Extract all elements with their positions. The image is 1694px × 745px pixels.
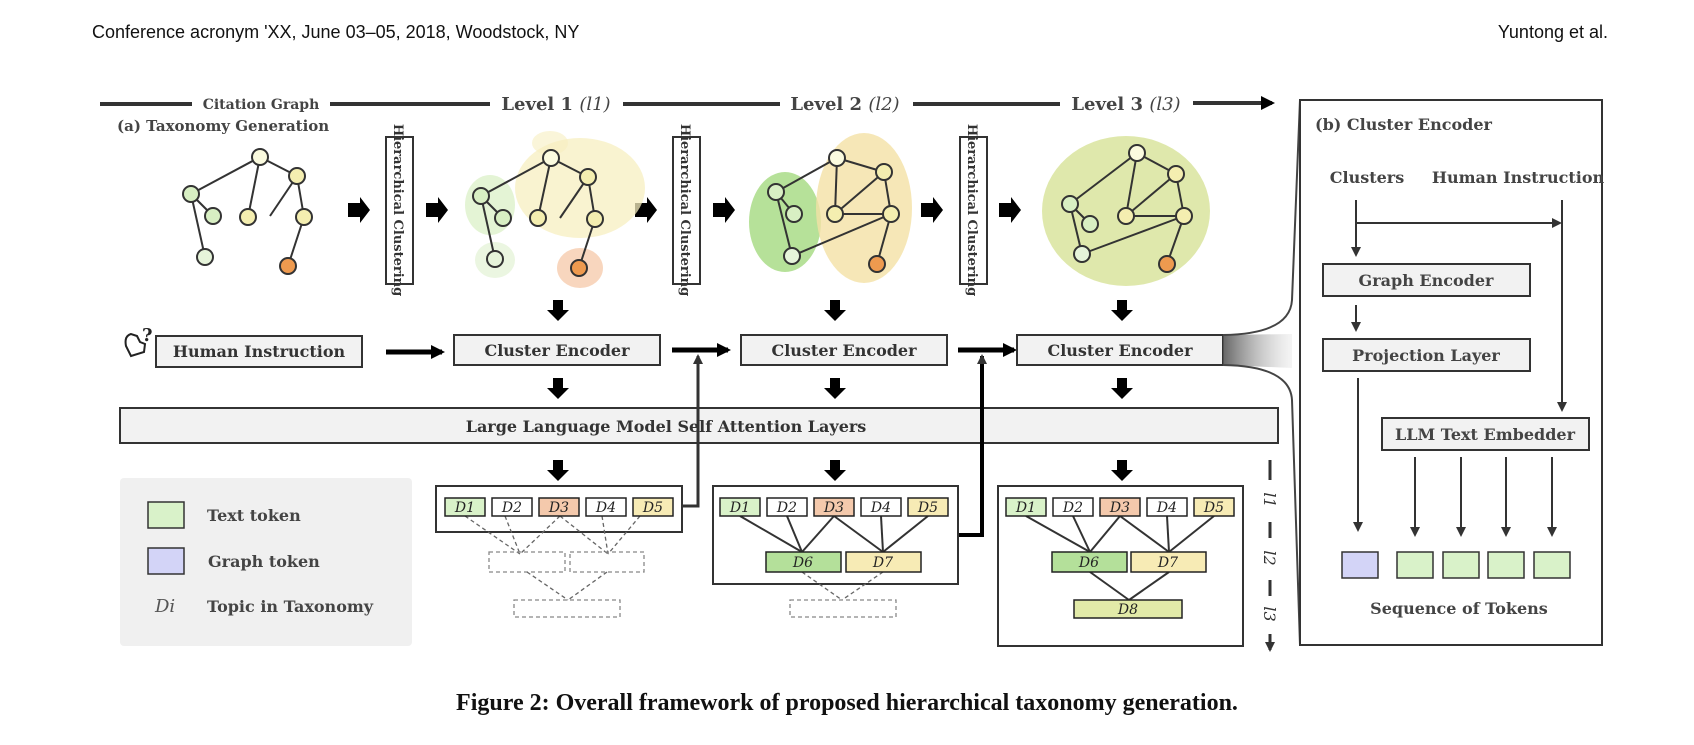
svg-text:D6: D6 bbox=[1078, 555, 1099, 571]
sequence-text-token-4 bbox=[1533, 551, 1571, 579]
token-d5: D5 bbox=[642, 500, 663, 516]
sequence-text-token-1 bbox=[1396, 551, 1434, 579]
level-axis: l1 l2 l3 bbox=[1260, 460, 1279, 652]
svg-text:D5: D5 bbox=[917, 500, 938, 516]
sequence-graph-token bbox=[1341, 551, 1379, 579]
llm-text-embedder-box bbox=[1381, 417, 1590, 451]
token-d3: D3 bbox=[548, 500, 569, 516]
legend-graph-swatch bbox=[147, 547, 185, 575]
running-header-right: Yuntong et al. bbox=[1497, 22, 1608, 42]
projection-layer-box bbox=[1322, 338, 1531, 372]
cluster-encoder-box-3: Cluster Encoder bbox=[1016, 334, 1224, 366]
zoom-connector bbox=[1223, 334, 1292, 368]
svg-text:Cluster Encoder: Cluster Encoder bbox=[484, 341, 630, 360]
svg-text:D3: D3 bbox=[1109, 500, 1130, 516]
feedback-arrow-1 bbox=[682, 354, 703, 508]
citation-graph bbox=[182, 148, 313, 275]
level-1-label: Level 1 (l1) bbox=[501, 94, 610, 115]
token-set-level-2: D1 D2 D3 D4 D5 D6 D7 bbox=[712, 485, 959, 618]
svg-text:D4: D4 bbox=[870, 500, 891, 516]
figure-caption: Figure 2: Overall framework of proposed … bbox=[456, 690, 1238, 716]
svg-text:l1: l1 bbox=[1260, 492, 1279, 507]
human-instruction-box: Human Instruction bbox=[155, 335, 363, 368]
token-d1: D1 bbox=[454, 500, 475, 516]
legend-topic: Topic in Taxonomy bbox=[207, 597, 374, 616]
svg-text:D2: D2 bbox=[776, 500, 797, 516]
svg-text:D1: D1 bbox=[1015, 500, 1036, 516]
level-3-label: Level 3 (l3) bbox=[1071, 94, 1180, 115]
level-2-graph bbox=[749, 133, 912, 283]
clusters-label: Clusters bbox=[1330, 168, 1404, 187]
citation-graph-label: Citation Graph bbox=[203, 97, 320, 113]
token-d7: D7 bbox=[872, 555, 893, 571]
down-arrows-top bbox=[547, 300, 1133, 321]
hierarchical-clustering-box-1: Hierarchical Clustering bbox=[385, 124, 414, 296]
level-1-graph bbox=[465, 131, 645, 288]
cluster-encoder-box-1: Cluster Encoder bbox=[453, 334, 661, 366]
legend-graph-token: Graph token bbox=[208, 552, 320, 571]
panel-title: (b) Cluster Encoder bbox=[1315, 115, 1493, 134]
down-arrows-middle bbox=[547, 378, 1133, 399]
svg-text:D3: D3 bbox=[823, 500, 844, 516]
token-set-level-1: D1 D2 D3 D4 D5 bbox=[435, 485, 683, 618]
svg-text:Hierarchical Clustering: Hierarchical Clustering bbox=[677, 124, 692, 296]
svg-text:Projection Layer: Projection Layer bbox=[1352, 346, 1500, 365]
svg-text:Cluster Encoder: Cluster Encoder bbox=[1047, 341, 1193, 360]
sequence-text-token-2 bbox=[1442, 551, 1480, 579]
token-d8: D8 bbox=[1117, 602, 1138, 618]
sequence-label: Sequence of Tokens bbox=[1370, 599, 1548, 618]
legend-topic-symbol: Di bbox=[154, 596, 175, 617]
svg-text:l2: l2 bbox=[1260, 550, 1279, 565]
panel-human-instruction-label: Human Instruction bbox=[1432, 168, 1605, 187]
framework-figure: Citation Graph Level 1 (l1) Level 2 (l2)… bbox=[100, 94, 1605, 652]
token-d2: D2 bbox=[501, 500, 522, 516]
human-instruction-icon: ? bbox=[124, 325, 153, 358]
running-header-left: Conference acronym 'XX, June 03–05, 2018… bbox=[92, 22, 580, 42]
graph-encoder-box bbox=[1322, 263, 1531, 297]
cluster-encoder-panel: (b) Cluster Encoder Clusters Human Instr… bbox=[1299, 99, 1605, 646]
feedback-arrow-2 bbox=[958, 354, 987, 537]
hierarchical-clustering-box-2: Hierarchical Clustering bbox=[672, 124, 701, 296]
svg-text:Hierarchical Clustering: Hierarchical Clustering bbox=[390, 124, 405, 296]
level-3-graph bbox=[1042, 136, 1210, 286]
svg-text:Cluster Encoder: Cluster Encoder bbox=[771, 341, 917, 360]
svg-text:LLM Text Embedder: LLM Text Embedder bbox=[1395, 425, 1576, 444]
svg-text:D5: D5 bbox=[1203, 500, 1224, 516]
svg-text:Graph Encoder: Graph Encoder bbox=[1359, 271, 1494, 290]
legend-text-swatch bbox=[147, 501, 185, 529]
svg-text:D7: D7 bbox=[1157, 555, 1178, 571]
svg-text:D4: D4 bbox=[1156, 500, 1177, 516]
stage-arrows bbox=[348, 197, 1021, 223]
svg-text:D2: D2 bbox=[1062, 500, 1083, 516]
taxonomy-section-title: (a) Taxonomy Generation bbox=[117, 117, 329, 135]
svg-text:Human Instruction: Human Instruction bbox=[173, 342, 346, 361]
token-d6: D6 bbox=[792, 555, 813, 571]
svg-text:?: ? bbox=[142, 325, 153, 346]
cluster-encoder-box-2: Cluster Encoder bbox=[740, 334, 948, 366]
svg-text:l3: l3 bbox=[1260, 606, 1279, 621]
level-timeline: Citation Graph Level 1 (l1) Level 2 (l2)… bbox=[100, 94, 1275, 115]
svg-text:Hierarchical Clustering: Hierarchical Clustering bbox=[964, 124, 979, 296]
token-set-level-3: D1 D2 D3 D4 D5 D6 D7 D8 bbox=[997, 485, 1244, 647]
svg-text:Large Language Model Self Atte: Large Language Model Self Attention Laye… bbox=[466, 417, 867, 436]
legend: Text token Graph token Di Topic in Taxon… bbox=[120, 478, 412, 646]
sequence-text-token-3 bbox=[1487, 551, 1525, 579]
token-d4: D4 bbox=[595, 500, 616, 516]
down-arrows-bottom bbox=[547, 460, 1133, 481]
svg-text:D1: D1 bbox=[729, 500, 750, 516]
hierarchical-clustering-box-3: Hierarchical Clustering bbox=[959, 124, 988, 296]
level-2-label: Level 2 (l2) bbox=[790, 94, 899, 115]
legend-text-token: Text token bbox=[207, 506, 301, 525]
